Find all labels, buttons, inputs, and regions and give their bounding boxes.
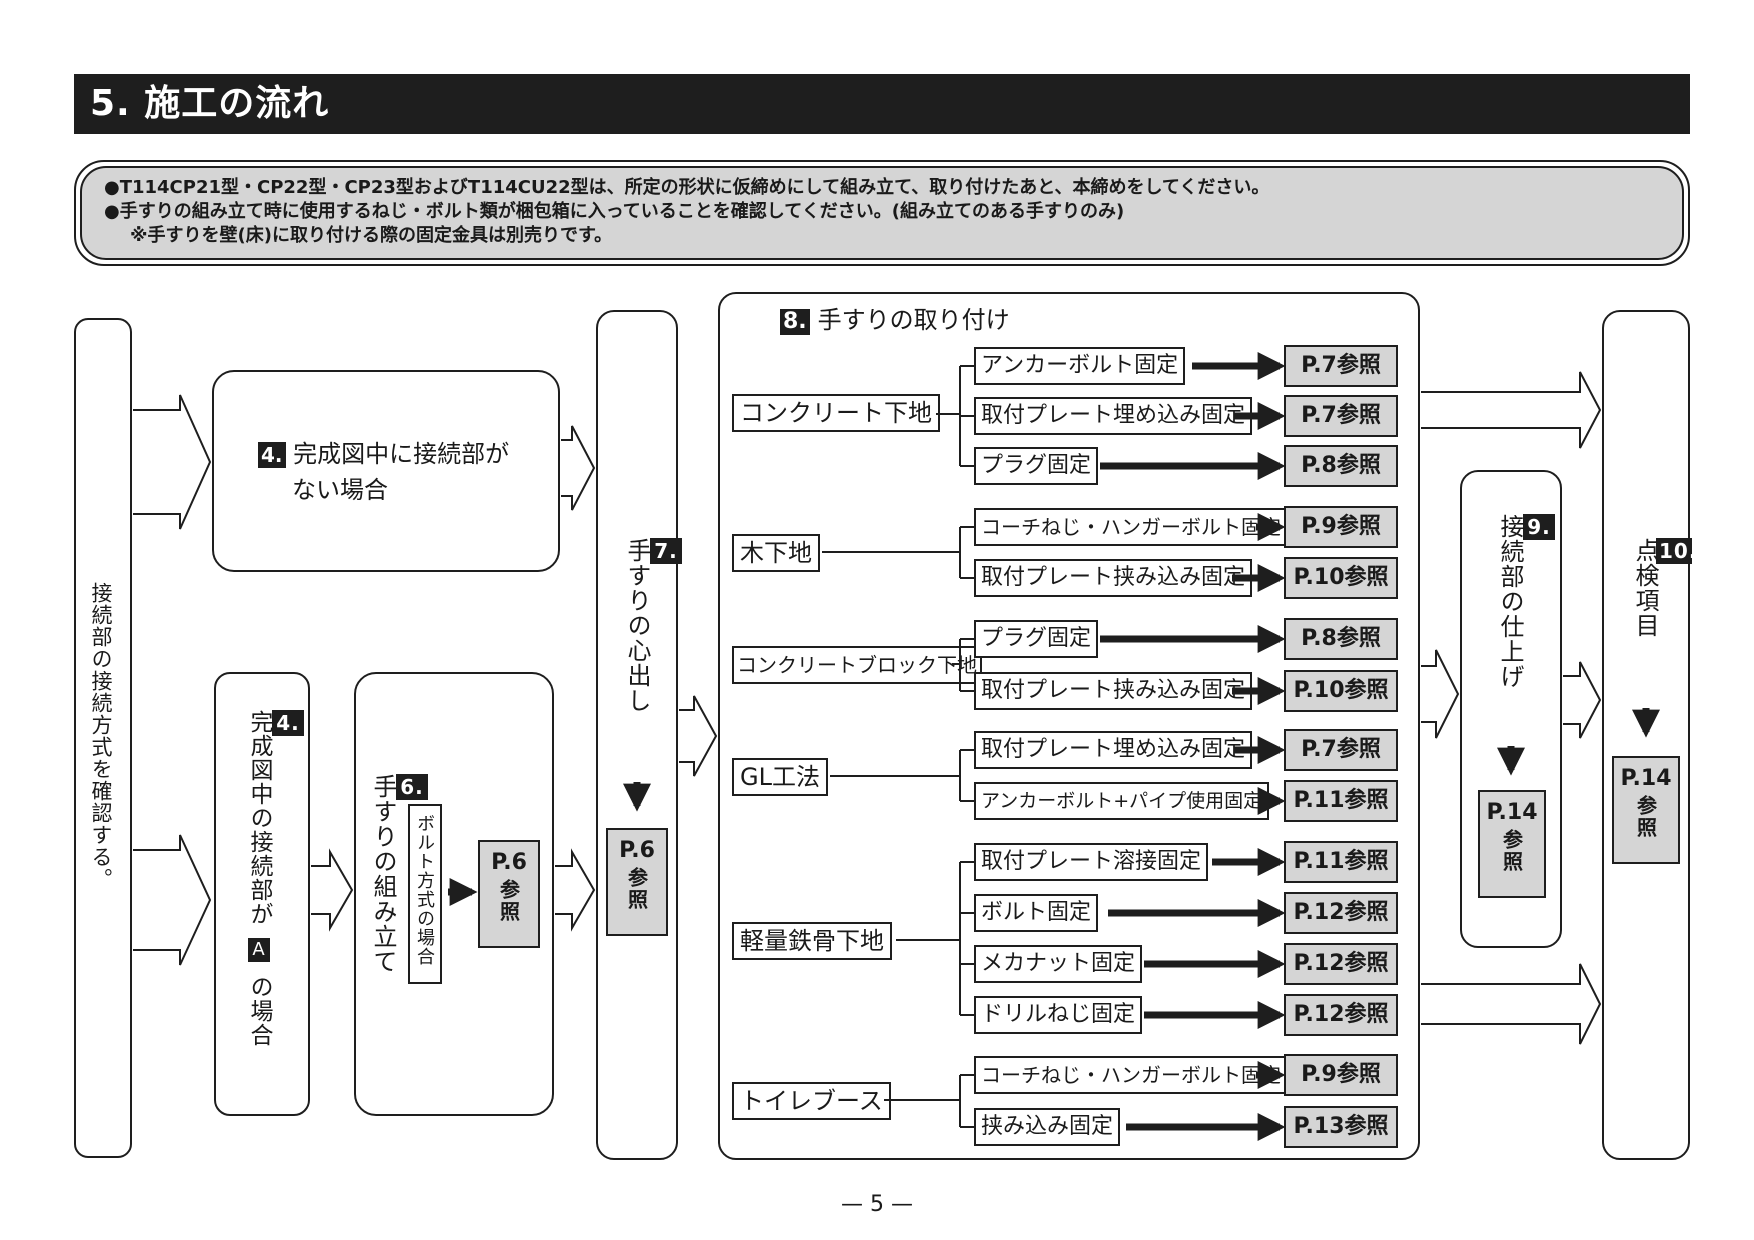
step4-top-box (212, 370, 560, 572)
ref-booth-coach-screw: P.9参照 (1284, 1054, 1398, 1096)
method-gl-plate-embed: 取付プレート埋め込み固定 (974, 731, 1253, 769)
method-bolt: ボルト固定 (974, 894, 1099, 932)
base-concrete: コンクリート下地 (732, 394, 940, 432)
hollow-arrow-icon (133, 834, 212, 966)
step7-box (596, 310, 678, 1160)
hollow-arrow-icon (1421, 649, 1460, 739)
step4-bottom-num: 4. (272, 710, 304, 736)
notes-panel: ●T114CP21型・CP22型・CP23型およびT114CU22型は、所定の形… (74, 160, 1690, 266)
method-mechanut: メカナット固定 (974, 945, 1143, 983)
bolt-method-label: ボルト方式の場合 (414, 814, 435, 966)
ref-plate-clamp: P.10参照 (1284, 557, 1398, 599)
hollow-arrow-icon (1421, 963, 1602, 1045)
hollow-arrow-icon (1563, 661, 1602, 739)
method-booth-clamp: 挟み込み固定 (974, 1108, 1121, 1146)
ref-plug: P.8参照 (1284, 445, 1398, 487)
method-plate-weld: 取付プレート溶接固定 (974, 843, 1209, 881)
step8-num: 8. (780, 309, 810, 335)
step6-text: 6. 手すりの組み立て (369, 774, 428, 974)
ref-block-plate-clamp: P.10参照 (1284, 670, 1398, 712)
ref-plate-embed: P.7参照 (1284, 395, 1398, 437)
hollow-arrow-icon (555, 848, 596, 932)
step8-header: 8. 手すりの取り付け (780, 300, 1010, 335)
step7-ref: P.6 参照 (606, 828, 668, 936)
hollow-arrow-icon (679, 695, 718, 777)
step-check-label: 接続部の接続方式を確認する。 (89, 582, 113, 890)
step6-label: 手すりの組み立て (369, 774, 397, 974)
ref-block-plug: P.8参照 (1284, 618, 1398, 660)
step6-num: 6. (396, 774, 428, 800)
step6-ref: P.6 参照 (478, 840, 540, 948)
method-anchor-bolt: アンカーボルト固定 (974, 347, 1186, 385)
ref-mechanut: P.12参照 (1284, 943, 1398, 985)
step7-label: 手すりの心出し (623, 538, 651, 713)
step10-box (1602, 310, 1690, 1160)
step4-bottom-before: 完成図中の接続部が (246, 710, 272, 926)
step9-text: 9. 接続部の仕上げ (1496, 514, 1555, 689)
note-1: ●T114CP21型・CP22型・CP23型およびT114CU22型は、所定の形… (104, 177, 1270, 198)
ref-gl-plate-embed: P.7参照 (1284, 729, 1398, 771)
note-3: ※手すりを壁(床)に取り付ける際の固定金具は別売りです。 (130, 225, 613, 246)
connector-a-mark: A (248, 938, 270, 963)
step7-num: 7. (650, 538, 682, 564)
step9-num: 9. (1523, 514, 1555, 540)
hollow-arrow-icon (311, 848, 354, 932)
note-2: ●手すりの組み立て時に使用するねじ・ボルト類が梱包箱に入っていることを確認してく… (104, 201, 1125, 222)
step-check-box (74, 318, 132, 1158)
method-anchor-pipe: アンカーボルト+パイプ使用固定 (974, 782, 1270, 820)
step10-text: 10. 点検項目 (1631, 538, 1696, 638)
ref-coach-screw: P.9参照 (1284, 506, 1398, 548)
method-booth-coach-screw: コーチねじ・ハンガーボルト固定 (974, 1056, 1288, 1094)
hollow-arrow-icon (561, 425, 596, 511)
step10-num: 10. (1656, 538, 1696, 564)
hollow-arrow-icon (133, 394, 212, 530)
ref-bolt: P.12参照 (1284, 892, 1398, 934)
base-light-steel: 軽量鉄骨下地 (732, 922, 892, 960)
step8-label: 手すりの取り付け (817, 306, 1010, 334)
step9-ref: P.14 参照 (1478, 790, 1546, 898)
base-wood: 木下地 (732, 534, 820, 572)
ref-drill-screw: P.12参照 (1284, 994, 1398, 1036)
step4-top-text: 4. 完成図中に接続部が ない場合 (258, 436, 509, 508)
bolt-method-box: ボルト方式の場合 (408, 804, 442, 984)
hollow-arrow-icon (1421, 371, 1602, 449)
step4-top-line2: ない場合 (292, 476, 388, 504)
method-block-plate-clamp: 取付プレート挟み込み固定 (974, 672, 1253, 710)
method-plate-clamp: 取付プレート挟み込み固定 (974, 559, 1253, 597)
step4-top-line1: 完成図中に接続部が (293, 440, 510, 468)
ref-anchor-pipe: P.11参照 (1284, 780, 1398, 822)
page-number: — 5 — (841, 1192, 913, 1217)
method-plug: プラグ固定 (974, 447, 1099, 485)
ref-booth-clamp: P.13参照 (1284, 1106, 1398, 1148)
method-block-plug: プラグ固定 (974, 620, 1099, 658)
base-concrete-block: コンクリートブロック下地 (732, 646, 982, 684)
step4-top-num: 4. (258, 442, 286, 468)
step10-label: 点検項目 (1631, 538, 1659, 638)
base-gl-method: GL工法 (732, 758, 828, 796)
step4-bottom-text: 4. 完成図中の接続部が A の場合 (246, 710, 304, 1047)
step4-bottom-box (214, 672, 310, 1116)
method-drill-screw: ドリルねじ固定 (974, 996, 1143, 1034)
method-coach-screw: コーチねじ・ハンガーボルト固定 (974, 508, 1288, 546)
page-title: 5. 施工の流れ (74, 74, 1690, 134)
base-toilet-booth: トイレブース (732, 1082, 891, 1120)
step4-bottom-after: の場合 (246, 974, 272, 1047)
step10-ref: P.14 参照 (1612, 756, 1680, 864)
step9-label: 接続部の仕上げ (1496, 514, 1524, 689)
step7-text: 7. 手すりの心出し (623, 538, 682, 713)
